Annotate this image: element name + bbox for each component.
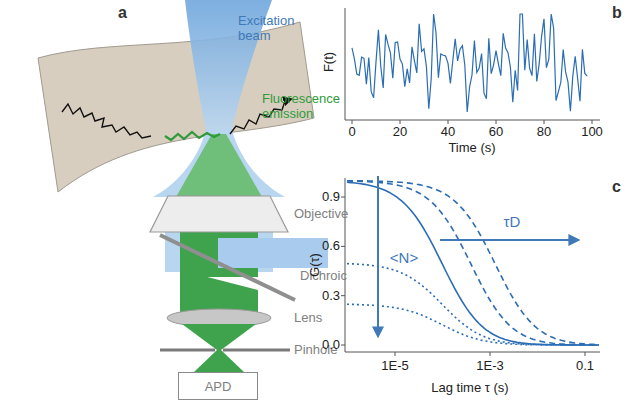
axis [345, 8, 346, 120]
correlation-curve [347, 181, 599, 345]
tick-label: 0.0 [322, 338, 340, 353]
tick-label: 0.6 [322, 239, 340, 254]
emission-label: Fluorescence emission [262, 92, 352, 122]
tick-label: 0 [348, 125, 355, 140]
tick-label: 100 [581, 125, 603, 140]
trajectory [62, 104, 151, 138]
emission-diverge [193, 350, 245, 373]
trajectory-emitting [165, 132, 220, 140]
panel-letter: b [612, 4, 622, 22]
tick-label: 0.1 [576, 359, 594, 374]
detector-box: APD [178, 372, 258, 400]
correlation-curve [347, 181, 599, 345]
beam-lower [153, 130, 285, 197]
tick-label: 20 [393, 125, 407, 140]
panel-letter: a [118, 4, 127, 22]
beam-label: Excitation beam [238, 14, 310, 44]
shift-arrow [440, 239, 578, 241]
tick-label: 0.9 [322, 190, 340, 205]
tick-label: 80 [537, 125, 551, 140]
axis [345, 178, 346, 352]
pinhole-plate [160, 349, 215, 352]
pinhole-plate [223, 349, 290, 352]
param-label: τD [504, 213, 521, 230]
param-label: <N> [390, 249, 418, 266]
axis [345, 120, 600, 121]
part-label: Objective [294, 207, 348, 222]
panel-letter: c [612, 178, 621, 196]
tick-label: 1E-5 [381, 359, 408, 374]
tick-label: 60 [489, 125, 503, 140]
axis-title: Time (s) [448, 141, 495, 156]
objective [150, 196, 288, 232]
correlation-curve [347, 304, 599, 345]
correlation-curve [347, 264, 599, 345]
detector-label: APD [205, 379, 232, 394]
tick-label: 1E-3 [476, 359, 503, 374]
axis-title: Lag time τ (s) [431, 381, 508, 396]
axis-title: F(t) [322, 52, 337, 72]
axis-title: G(τ) [308, 253, 323, 277]
part-label: Lens [294, 311, 322, 326]
emission-converge [182, 324, 256, 350]
tick-label: 0.3 [322, 289, 340, 304]
fluorescence-trace [352, 14, 587, 112]
emission-cone [176, 134, 262, 197]
axis [345, 352, 600, 353]
tick-label: 40 [441, 125, 455, 140]
correlation-curve [347, 182, 599, 345]
amplitude-arrow [377, 176, 379, 336]
